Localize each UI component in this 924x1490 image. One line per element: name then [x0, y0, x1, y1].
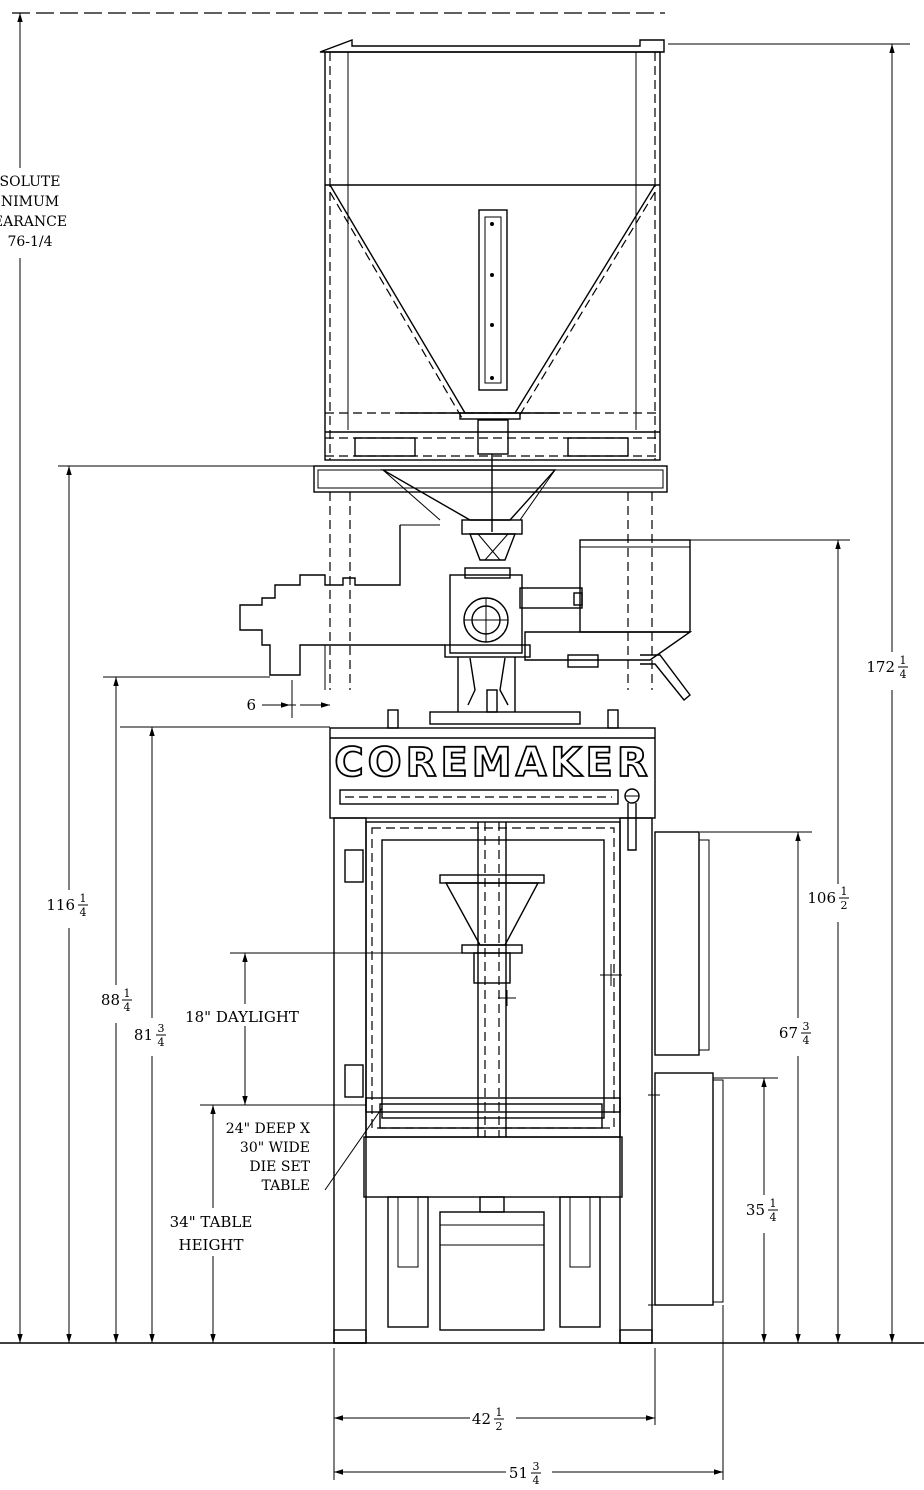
dim-overall-height: 172 1 4 [866, 654, 908, 681]
press-head-plate [329, 709, 656, 851]
svg-text:4: 4 [533, 1474, 540, 1487]
svg-text:172: 172 [866, 658, 895, 676]
control-cabinets [648, 831, 724, 1306]
svg-text:4: 4 [80, 906, 87, 919]
svg-text:3: 3 [803, 1020, 810, 1033]
dim-motor-top: 106 1 2 [807, 885, 849, 912]
die-set-line-2: 30" WIDE [240, 1140, 310, 1156]
dim-overall-width: 51 3 4 [509, 1460, 541, 1487]
dim-frame-width: 42 1 2 [472, 1406, 504, 1433]
svg-text:67: 67 [779, 1024, 798, 1042]
svg-text:51: 51 [509, 1464, 528, 1482]
dim-top-of-frame: 116 1 4 [46, 892, 88, 919]
table-height-callout: 34" TABLE HEIGHT [170, 1213, 253, 1254]
clearance-note-line-3: EARANCE [0, 214, 67, 230]
svg-text:1: 1 [80, 892, 87, 905]
die-set-callout: 24" DEEP X 30" WIDE DIE SET TABLE [226, 1121, 311, 1194]
svg-text:2: 2 [496, 1420, 503, 1433]
die-set-line-1: 24" DEEP X [226, 1121, 310, 1137]
table-height-line-1: 34" TABLE [170, 1213, 253, 1231]
motor [519, 539, 693, 701]
svg-text:35: 35 [746, 1201, 765, 1219]
svg-text:3: 3 [533, 1460, 540, 1473]
dim-offset: 6 [246, 696, 256, 714]
svg-text:4: 4 [900, 668, 907, 681]
svg-text:1: 1 [496, 1406, 503, 1419]
svg-text:88: 88 [101, 991, 120, 1009]
dim-cabinet-lower: 35 1 4 [746, 1197, 778, 1224]
svg-text:6: 6 [246, 696, 256, 714]
clearance-note-line-1: SOLUTE [0, 174, 60, 190]
dim-cabinet-top: 67 3 4 [779, 1020, 811, 1047]
svg-text:106: 106 [807, 889, 836, 907]
table-height-line-2: HEIGHT [178, 1236, 243, 1254]
die-set-line-4: TABLE [262, 1178, 311, 1194]
svg-text:116: 116 [46, 896, 75, 914]
hopper [319, 38, 665, 532]
die-set-line-3: DIE SET [249, 1159, 310, 1175]
svg-text:1: 1 [770, 1197, 777, 1210]
clearance-note-line-4: 76-1/4 [7, 234, 52, 250]
clearance-note: SOLUTE NIMUM EARANCE 76-1/4 [0, 174, 67, 250]
left-drive-assembly [239, 524, 445, 690]
svg-text:3: 3 [158, 1022, 165, 1035]
daylight-callout: 18" DAYLIGHT [185, 1008, 299, 1026]
svg-text:1: 1 [841, 885, 848, 898]
lower-frame [333, 817, 653, 1344]
svg-text:4: 4 [124, 1001, 131, 1014]
svg-text:2: 2 [841, 899, 848, 912]
brand-logo: COREMAKER [334, 740, 651, 786]
clearance-note-line-2: NIMUM [1, 194, 59, 210]
svg-text:4: 4 [803, 1034, 810, 1047]
dim-press-head: 81 3 4 [134, 1022, 166, 1049]
svg-text:81: 81 [134, 1026, 153, 1044]
svg-text:4: 4 [770, 1211, 777, 1224]
dim-gear-housing: 88 1 4 [101, 987, 132, 1014]
gearbox [429, 519, 581, 725]
svg-text:1: 1 [124, 987, 131, 1000]
svg-text:1: 1 [900, 654, 907, 667]
svg-text:42: 42 [472, 1410, 491, 1428]
svg-text:4: 4 [158, 1036, 165, 1049]
